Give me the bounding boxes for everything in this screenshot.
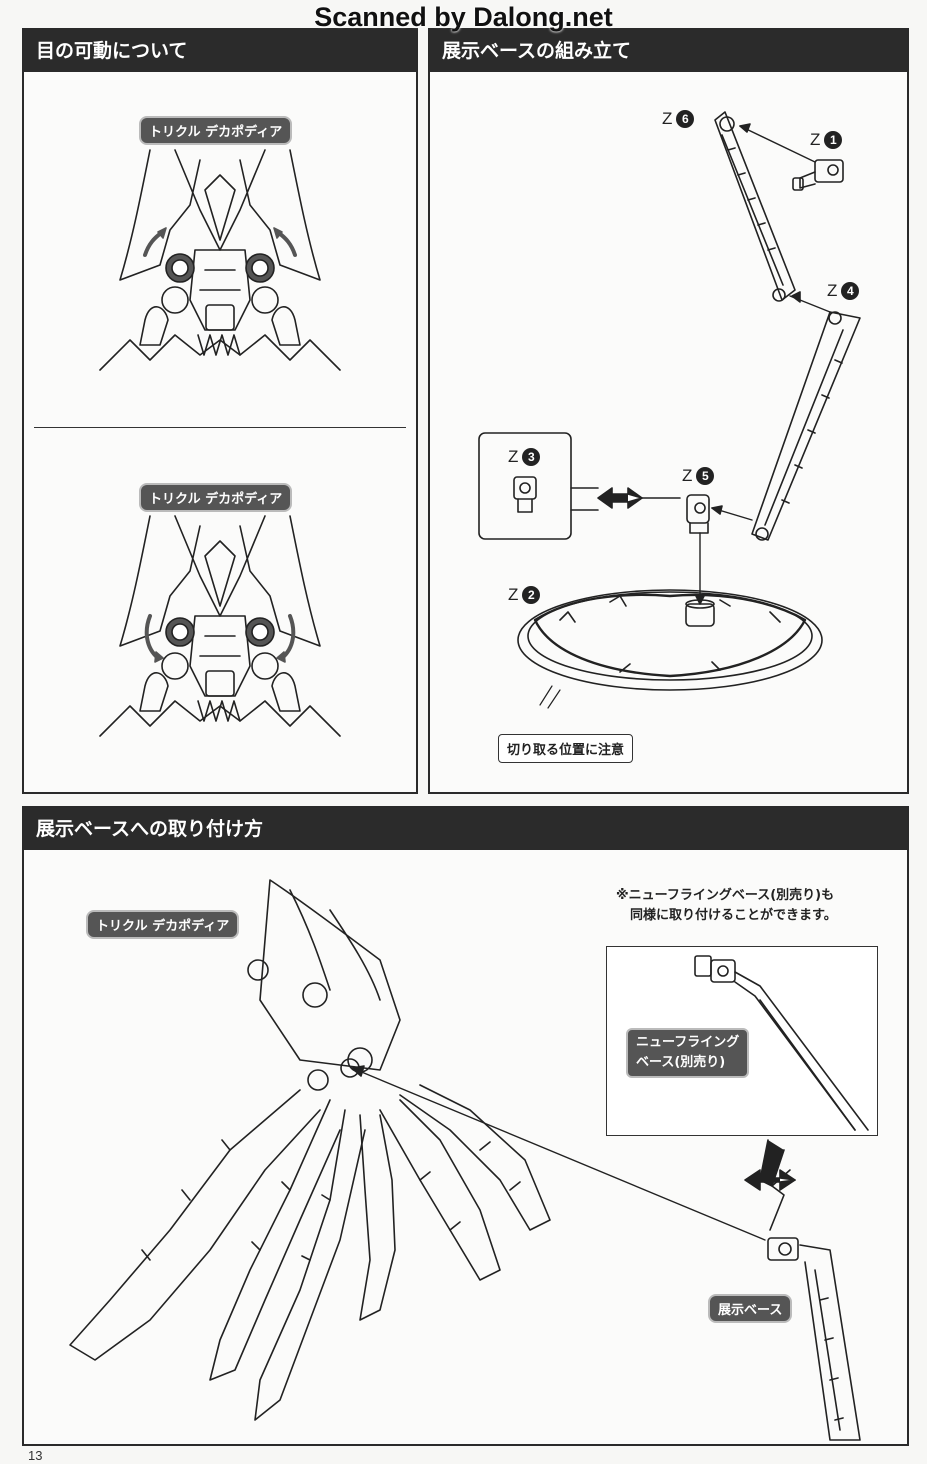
creature-illustration xyxy=(69,879,551,1421)
base-plate-z2 xyxy=(517,589,823,691)
eye-movement-panel: 目の可動について トリクル デカポディア トリクル デカポディア xyxy=(22,28,418,794)
display-base-arm xyxy=(767,1237,861,1441)
arm-part-z4 xyxy=(751,311,861,541)
flying-base-label: ニューフライング ベース(別売り) xyxy=(626,1028,750,1078)
swap-arrow-left xyxy=(759,1139,785,1187)
head-illustration-top xyxy=(99,149,341,371)
scanner-watermark: Scanned by Dalong.net xyxy=(314,2,613,32)
figure-name-tag-mounting: トリクル デカポディア xyxy=(86,910,240,939)
alt-part-z3 xyxy=(513,476,537,513)
page-number: 13 xyxy=(28,1448,43,1463)
flying-base-note-line1: ※ニューフライングベース(別売り)も xyxy=(616,888,835,903)
display-base-label: 展示ベース xyxy=(708,1294,793,1323)
alt-part-z3-inset xyxy=(478,432,572,540)
cut-position-caution-label: 切り取る位置に注意 xyxy=(498,734,634,763)
joint-part-z5 xyxy=(686,494,710,534)
figure-name-tag-bottom: トリクル デカポディア xyxy=(139,483,293,512)
flying-base-illustration xyxy=(694,955,869,1131)
section-divider xyxy=(34,427,406,428)
mounting-panel: 展示ベースへの取り付け方 トリクル デカポディア ※ニューフライングベース(別売… xyxy=(22,806,909,1446)
mounting-title: 展示ベースへの取り付け方 xyxy=(24,808,907,850)
connector-part-z1 xyxy=(792,159,844,191)
eye-movement-title: 目の可動について xyxy=(24,30,416,72)
base-assembly-title: 展示ベースの組み立て xyxy=(430,30,907,72)
figure-name-tag-top: トリクル デカポディア xyxy=(139,116,293,145)
mount-guide-line xyxy=(351,1067,766,1241)
flying-base-note-line2: 同様に取り付けることができます。 xyxy=(630,908,837,923)
flying-base-note: ※ニューフライングベース(別売り)も 同様に取り付けることができます。 xyxy=(616,886,876,926)
head-illustration-bottom xyxy=(99,515,341,737)
arm-part-z6 xyxy=(714,111,796,302)
